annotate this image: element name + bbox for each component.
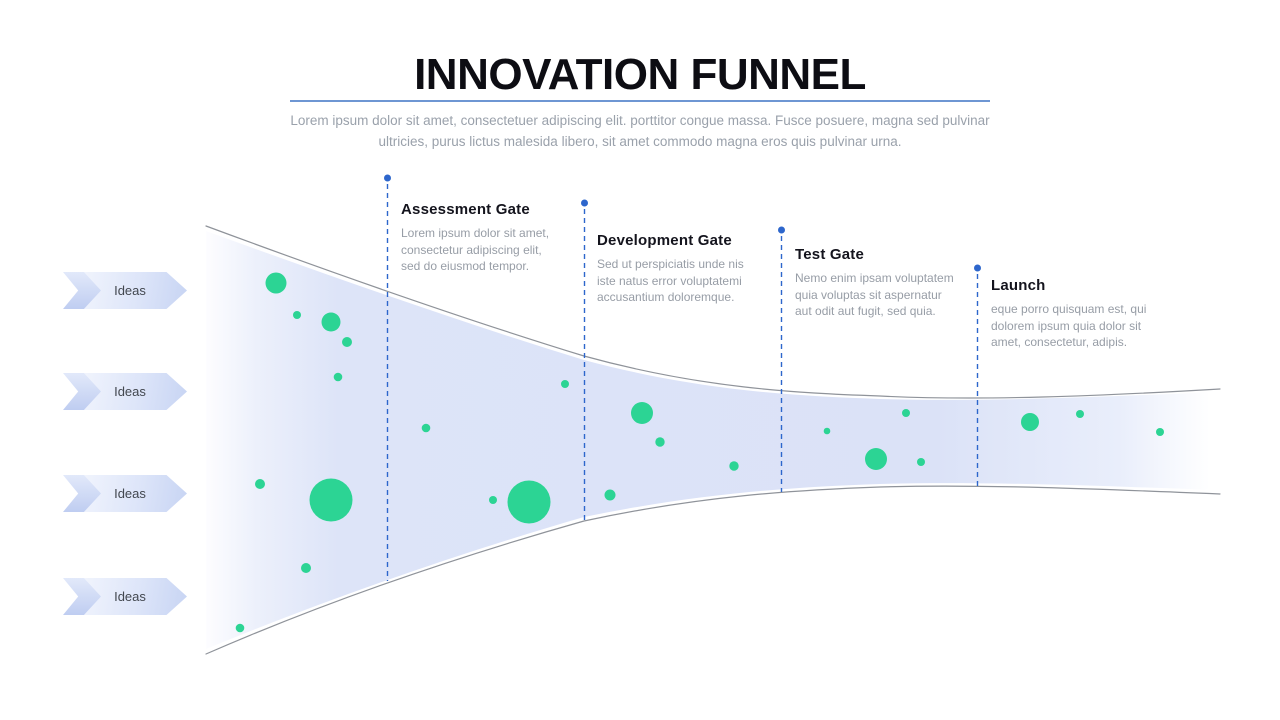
ideas-label: Ideas	[114, 384, 146, 399]
idea-bubble	[301, 563, 311, 573]
gate-title: Assessment Gate	[401, 201, 530, 218]
idea-bubble	[917, 458, 925, 466]
idea-bubble	[507, 480, 551, 524]
gate-lines	[384, 174, 981, 581]
subtitle-text: Lorem ipsum dolor sit amet, consectetuer…	[290, 113, 990, 149]
title-underline	[290, 100, 990, 102]
idea-bubble	[1021, 413, 1039, 431]
idea-bubble	[561, 380, 569, 388]
gate-dot-icon	[974, 264, 981, 272]
funnel-top-outline	[205, 225, 1221, 399]
ideas-label: Ideas	[114, 589, 146, 604]
funnel-shape	[206, 231, 1218, 649]
gate-block: Launch eque porro quisquam est, qui dolor…	[991, 277, 1169, 351]
idea-bubble	[1156, 428, 1164, 436]
ideas-ribbon: Ideas	[63, 272, 187, 309]
ideas-label: Ideas	[114, 283, 146, 298]
gate-description: Sed ut perspiciatis unde nis iste natus …	[597, 257, 744, 304]
gate-description: eque porro quisquam est, qui dolorem ips…	[991, 302, 1147, 349]
gate-title: Development Gate	[597, 232, 732, 249]
idea-bubble	[293, 311, 301, 319]
gate-description: Nemo enim ipsam voluptatem quia voluptas…	[795, 271, 954, 318]
ideas-label: Ideas	[114, 486, 146, 501]
idea-bubble	[729, 461, 739, 471]
idea-bubble	[255, 479, 265, 489]
gate-dot-icon	[384, 174, 391, 182]
gate-dot-icon	[778, 226, 785, 234]
idea-bubble	[489, 496, 497, 504]
gate-title: Launch	[991, 277, 1046, 294]
idea-bubble	[421, 423, 431, 433]
idea-bubble	[865, 448, 887, 470]
funnel-bottom-outline	[205, 485, 1221, 655]
idea-bubble	[1076, 410, 1084, 418]
idea-bubble	[604, 489, 616, 501]
idea-bubble	[321, 312, 341, 332]
ideas-ribbon: Ideas	[63, 475, 187, 512]
idea-bubble	[309, 478, 353, 522]
idea-bubble	[823, 427, 831, 435]
idea-bubble	[631, 402, 653, 424]
idea-bubble	[655, 437, 665, 447]
idea-bubble	[265, 272, 287, 294]
idea-bubbles	[235, 272, 1164, 633]
idea-bubble	[342, 337, 352, 347]
ideas-ribbon: Ideas	[63, 373, 187, 410]
idea-bubble	[902, 409, 910, 417]
page-title: INNOVATION FUNNEL	[414, 50, 866, 99]
gate-dot-icon	[581, 199, 588, 207]
idea-bubble	[333, 372, 343, 382]
ideas-ribbon: Ideas	[63, 578, 187, 615]
gate-title: Test Gate	[795, 246, 865, 263]
idea-bubble	[235, 623, 245, 633]
gate-description: Lorem ipsum dolor sit amet, consectetur …	[401, 226, 550, 273]
